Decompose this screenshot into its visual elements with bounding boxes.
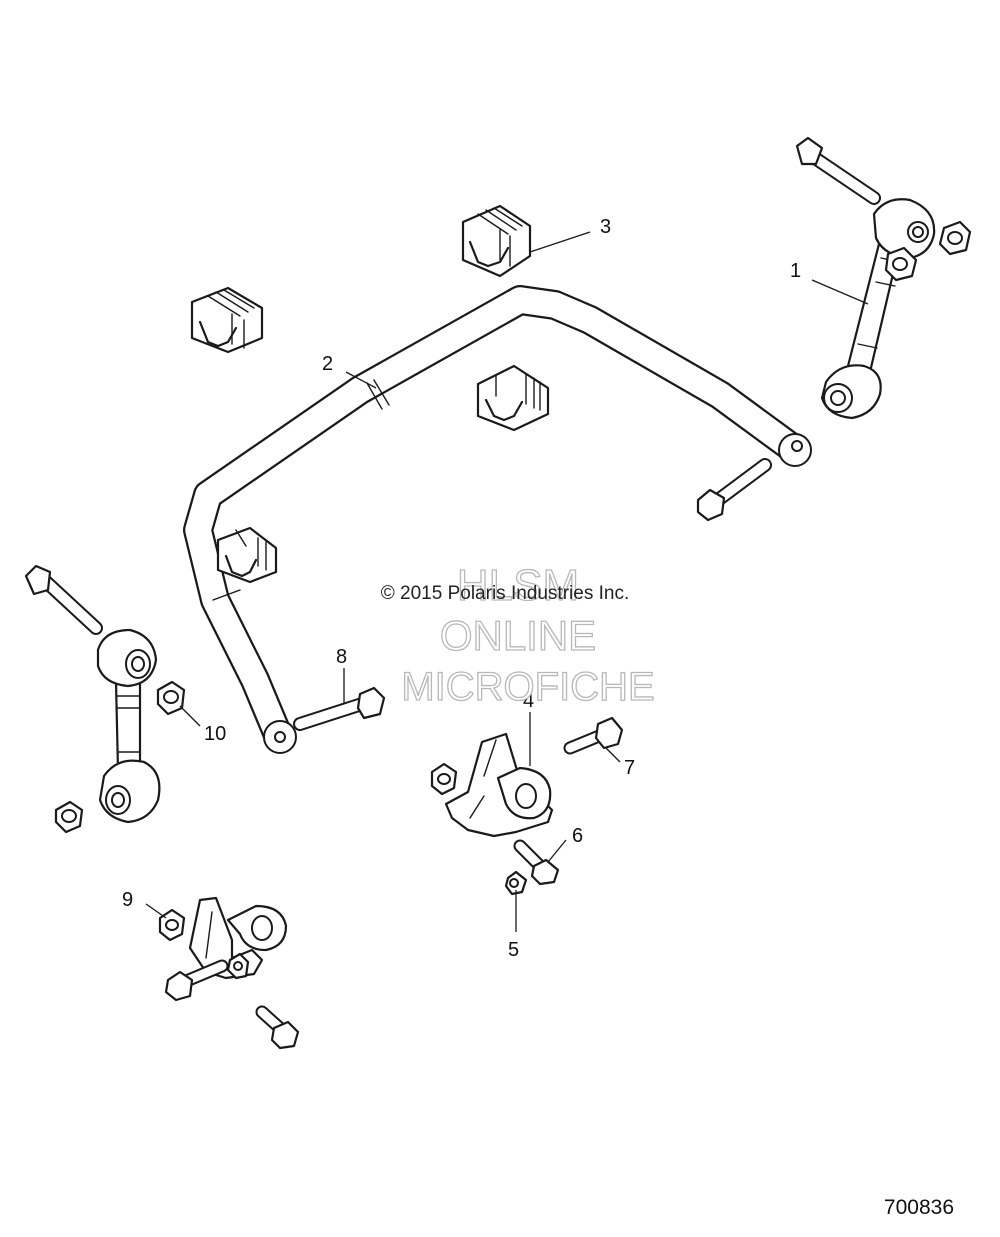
bracket-bolt-left[interactable] (164, 959, 229, 1002)
bar-bolt-left[interactable] (293, 686, 386, 731)
link-assembly-left[interactable] (24, 564, 186, 834)
bar-bolt-right[interactable] (696, 458, 772, 522)
nut-right-top[interactable] (938, 220, 972, 256)
nut-right-bottom[interactable] (884, 246, 918, 282)
small-bolt-left[interactable] (255, 1005, 300, 1050)
small-bolt-6[interactable] (513, 839, 560, 886)
figure-number: 700836 (884, 1196, 954, 1219)
callout-8: 8 (336, 646, 347, 668)
callout-6: 6 (572, 825, 583, 847)
callout-1: 1 (790, 260, 801, 282)
callout-10: 10 (204, 723, 226, 745)
leader-lines (145, 231, 869, 932)
nut-left-bottom[interactable] (54, 800, 84, 834)
copyright-notice: © 2015 Polaris Industries Inc. (381, 583, 629, 604)
bracket-nut-right[interactable] (430, 762, 458, 796)
callout-9: 9 (122, 889, 133, 911)
bushing-left[interactable] (190, 286, 264, 354)
watermark: HLSM ONLINE MICROFICHE (401, 560, 656, 709)
callout-7: 7 (624, 757, 635, 779)
link-assembly-right[interactable] (795, 136, 972, 420)
callout-labels: 1 2 3 4 5 6 7 8 9 10 (122, 216, 801, 961)
watermark-line-3: MICROFICHE (401, 665, 654, 709)
bracket-nut-left[interactable] (158, 908, 186, 942)
mount-bracket-left[interactable] (158, 896, 300, 1050)
callout-5: 5 (508, 939, 519, 961)
bracket-bolt-7[interactable] (563, 716, 624, 755)
stabilizer-bar[interactable] (183, 285, 812, 754)
link-bolt-left[interactable] (24, 564, 103, 635)
callout-2: 2 (322, 353, 333, 375)
link-bolt-right[interactable] (795, 136, 881, 205)
callout-4: 4 (523, 690, 534, 712)
bushing-top[interactable] (461, 204, 532, 278)
bushing-lower[interactable] (216, 526, 278, 584)
grease-fitting-5[interactable] (504, 870, 528, 896)
nut-left-top[interactable] (156, 680, 186, 716)
watermark-line-1: HLSM (457, 561, 579, 610)
bushing-center[interactable] (476, 364, 550, 432)
watermark-line-2: ONLINE (440, 612, 596, 659)
mount-bracket-right[interactable] (430, 732, 554, 838)
grease-fitting-left[interactable] (226, 952, 250, 980)
callout-3: 3 (600, 216, 611, 238)
